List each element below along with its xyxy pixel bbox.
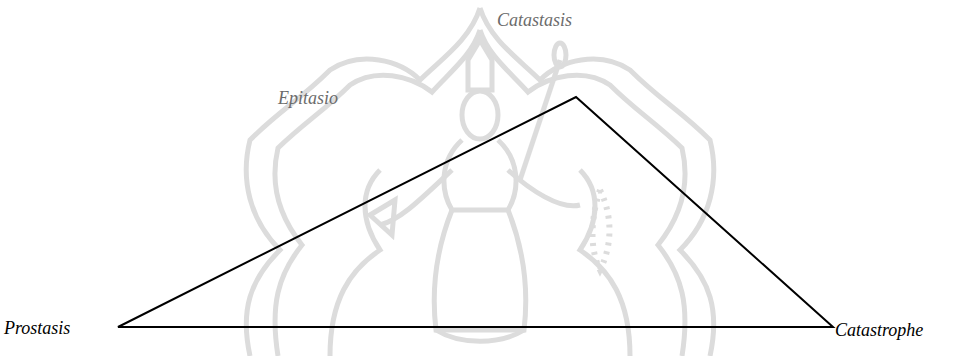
stage-label: Epitasio [278,88,338,108]
stage-label: Catastrophe [835,320,923,340]
watermark-emblem [246,8,714,356]
plot-triangle [118,97,833,327]
stage-label: Prostasis [4,318,70,338]
stage-label: Catastasis [497,10,572,30]
